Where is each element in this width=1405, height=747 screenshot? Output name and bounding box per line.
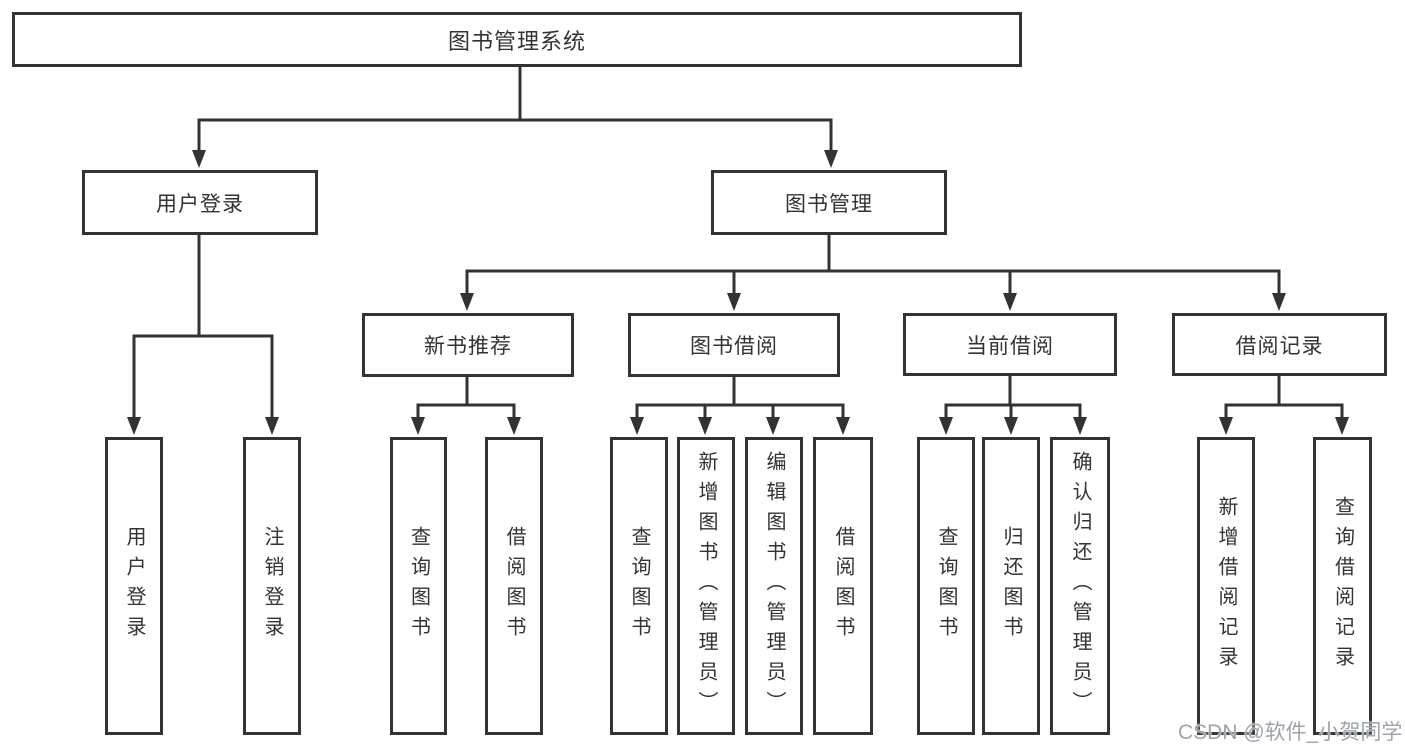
leaf-borrow-add-label: 新增图书（管理员） <box>695 451 717 721</box>
leaf-borrow-edit: 编辑图书（管理员） <box>745 437 803 735</box>
node-borrow-records: 借阅记录 <box>1172 313 1387 376</box>
csdn-watermark: CSDN @软件_小贺同学 <box>1178 721 1403 744</box>
leaf-user-login: 用户登录 <box>105 437 163 735</box>
leaf-current-confirm-return: 确认归还（管理员） <box>1050 437 1110 735</box>
leaf-borrow-borrow: 借阅图书 <box>813 437 873 735</box>
node-user-login: 用户登录 <box>82 170 318 235</box>
leaf-borrow-query-label: 查询图书 <box>628 526 650 646</box>
leaf-borrow-query: 查询图书 <box>610 437 668 735</box>
leaf-newbook-query-label: 查询图书 <box>407 526 430 646</box>
leaf-current-return-label: 归还图书 <box>1000 526 1022 646</box>
leaf-record-query: 查询借阅记录 <box>1313 437 1372 735</box>
leaf-current-query: 查询图书 <box>917 437 975 735</box>
leaf-record-add: 新增借阅记录 <box>1197 437 1255 735</box>
leaf-record-add-label: 新增借阅记录 <box>1215 496 1237 676</box>
leaf-borrow-add: 新增图书（管理员） <box>677 437 735 735</box>
leaf-user-login-label: 用户登录 <box>123 526 145 646</box>
leaf-logout: 注销登录 <box>243 437 301 735</box>
leaf-newbook-borrow: 借阅图书 <box>485 437 543 735</box>
leaf-record-query-label: 查询借阅记录 <box>1331 496 1354 676</box>
node-root: 图书管理系统 <box>12 12 1022 67</box>
node-book-borrow: 图书借阅 <box>628 313 840 377</box>
node-current-borrow: 当前借阅 <box>903 313 1117 376</box>
leaf-current-confirm-return-label: 确认归还（管理员） <box>1069 451 1091 721</box>
leaf-current-query-label: 查询图书 <box>935 526 957 646</box>
leaf-newbook-borrow-label: 借阅图书 <box>503 526 525 646</box>
node-new-book-recommend: 新书推荐 <box>362 313 574 377</box>
leaf-borrow-borrow-label: 借阅图书 <box>832 526 854 646</box>
leaf-logout-label: 注销登录 <box>261 526 283 646</box>
leaf-newbook-query: 查询图书 <box>390 437 447 735</box>
node-book-management: 图书管理 <box>711 170 947 235</box>
leaf-current-return: 归还图书 <box>982 437 1040 735</box>
leaf-borrow-edit-label: 编辑图书（管理员） <box>763 451 785 721</box>
